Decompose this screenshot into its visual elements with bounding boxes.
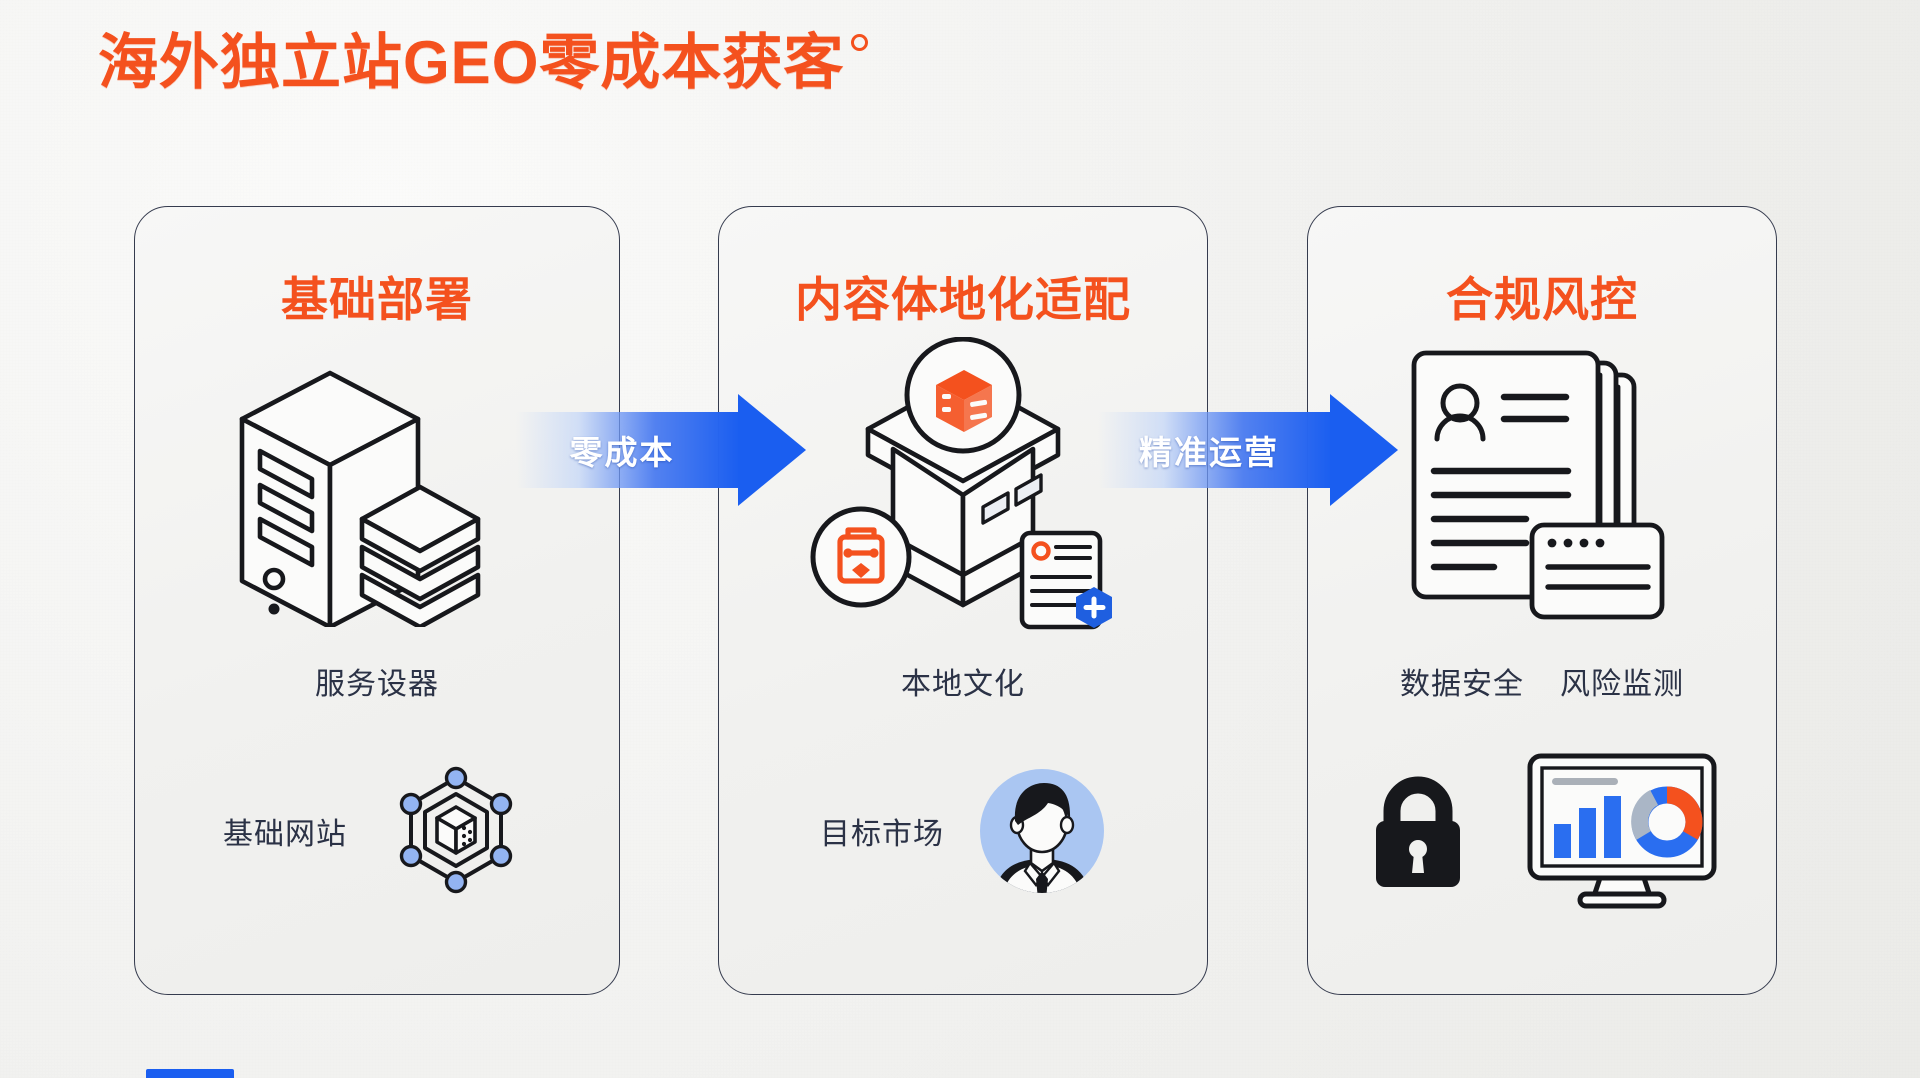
card-3-caption-0: 数据安全: [1400, 668, 1524, 701]
card-2-bottom-row: 目标市场: [719, 731, 1207, 931]
hexagon-network-cube-icon: [381, 756, 531, 906]
right-arrow-icon: [1098, 412, 1332, 488]
monitor-dashboard-chart-icon: [1522, 750, 1722, 912]
arrow-1-label: 零成本: [569, 434, 675, 471]
card-2-captions: 本地文化: [719, 659, 1207, 703]
card-1-title: 基础部署: [281, 273, 473, 326]
arrow-zero-cost: 零成本: [516, 394, 806, 506]
card-1-bottom-label: 基础网站: [223, 818, 347, 851]
page-title-text: 海外独立站GEO零成本获客: [98, 29, 845, 96]
padlock-icon: [1362, 767, 1474, 895]
person-avatar-icon: [978, 767, 1106, 895]
isometric-building-localization-icon: [719, 337, 1207, 637]
card-2-title: 内容体地化适配: [795, 273, 1131, 326]
server-tower-and-disk-stack-icon: [135, 337, 619, 637]
arrow-2-label: 精准运营: [1139, 434, 1279, 471]
title-degree-circle-icon: [851, 34, 869, 51]
card-basic-deployment[interactable]: 基础部署: [134, 206, 620, 995]
page-title: 海外独立站GEO零成本获客: [98, 28, 869, 97]
card-1-caption-0: 服务设器: [315, 668, 439, 701]
arrow-precise-operation: 精准运营: [1098, 394, 1398, 506]
card-3-caption-1: 风险监测: [1560, 668, 1684, 701]
card-1-captions: 服务设器: [135, 659, 619, 703]
card-2-caption-0: 本地文化: [901, 668, 1025, 701]
card-compliance-risk-control[interactable]: 合规风控: [1307, 206, 1777, 995]
blue-accent-bar: [146, 1069, 234, 1078]
card-3-captions: 数据安全 风险监测: [1308, 659, 1776, 703]
card-content-localization[interactable]: 内容体地化适配: [718, 206, 1208, 995]
card-3-bottom-row: [1308, 731, 1776, 931]
card-2-bottom-label: 目标市场: [820, 818, 944, 851]
documents-id-card-icon: [1308, 337, 1776, 637]
card-3-title: 合规风控: [1446, 273, 1638, 326]
card-1-bottom-row: 基础网站: [135, 731, 619, 931]
right-arrow-icon: [516, 412, 740, 488]
